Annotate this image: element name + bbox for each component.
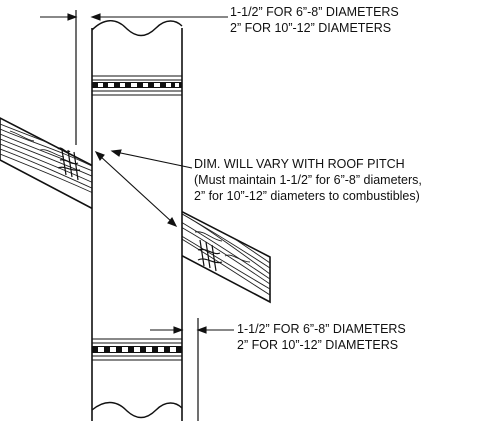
clearance-top-line2: 2” FOR 10”-12” DIAMETERS bbox=[230, 21, 392, 35]
roof-strap-right bbox=[197, 239, 223, 272]
pipe-joint-top bbox=[92, 75, 182, 96]
roof-pitch-line1: DIM. WILL VARY WITH ROOF PITCH bbox=[194, 157, 405, 171]
pipe-joint-bottom bbox=[92, 338, 182, 361]
dim-arrow-roof-pitch bbox=[94, 149, 193, 228]
roof-strap-left bbox=[57, 147, 81, 181]
clearance-bottom-line2: 2” FOR 10”-12” DIAMETERS bbox=[237, 338, 399, 352]
chimney-pipe bbox=[91, 20, 183, 421]
clearance-label-bottom: 1-1/2” FOR 6”-8” DIAMETERS 2” FOR 10”-12… bbox=[237, 321, 406, 353]
pipe-break-bottom bbox=[91, 401, 183, 419]
clearance-top-line1: 1-1/2” FOR 6”-8” DIAMETERS bbox=[230, 5, 399, 19]
dim-arrow-bottom bbox=[150, 326, 234, 334]
pipe-break-top bbox=[91, 20, 183, 37]
roof-pitch-line2: (Must maintain 1-1/2” for 6”-8” diameter… bbox=[194, 173, 422, 187]
roof-pitch-line3: 2” for 10”-12” diameters to combustibles… bbox=[194, 189, 420, 203]
clearance-lines bbox=[75, 10, 199, 421]
clearance-label-top: 1-1/2” FOR 6”-8” DIAMETERS 2” FOR 10”-12… bbox=[230, 4, 399, 36]
clearance-bottom-line1: 1-1/2” FOR 6”-8” DIAMETERS bbox=[237, 322, 406, 336]
dim-arrow-top bbox=[40, 13, 228, 21]
roof-pitch-note: DIM. WILL VARY WITH ROOF PITCH (Must mai… bbox=[194, 156, 422, 204]
